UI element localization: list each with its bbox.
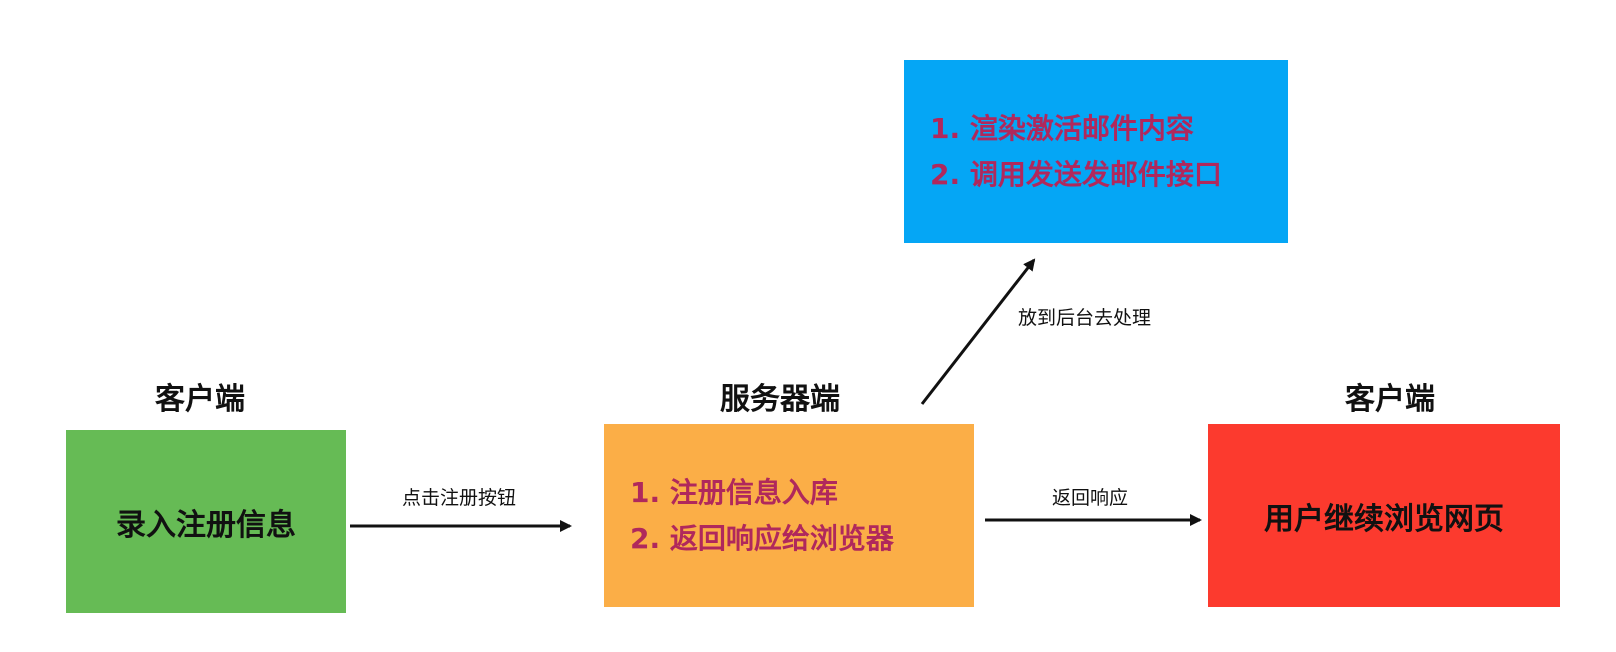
server-heading: 服务器端 [720,382,840,417]
background-step-2: 2. 调用发送发邮件接口 [930,157,1222,191]
edge-label-submit: 点击注册按钮 [402,487,517,509]
client-right-box: 用户继续浏览网页 [1208,424,1560,607]
edge-label-respond: 返回响应 [1052,487,1129,509]
server-box: 1. 注册信息入库 2. 返回响应给浏览器 [604,424,974,607]
client-left-box: 录入注册信息 [66,430,346,613]
arrow-background [920,258,1036,405]
client-right-box-text: 用户继续浏览网页 [1264,501,1504,537]
client-left-box-text: 录入注册信息 [116,507,296,543]
client-left-heading: 客户端 [155,382,245,417]
server-step-1: 1. 注册信息入库 [630,475,838,509]
background-box: 1. 渲染激活邮件内容 2. 调用发送发邮件接口 [904,60,1288,243]
client-right-heading: 客户端 [1345,382,1435,417]
background-step-1: 1. 渲染激活邮件内容 [930,111,1194,145]
server-step-2: 2. 返回响应给浏览器 [630,521,894,555]
edge-label-background: 放到后台去处理 [1018,307,1152,329]
